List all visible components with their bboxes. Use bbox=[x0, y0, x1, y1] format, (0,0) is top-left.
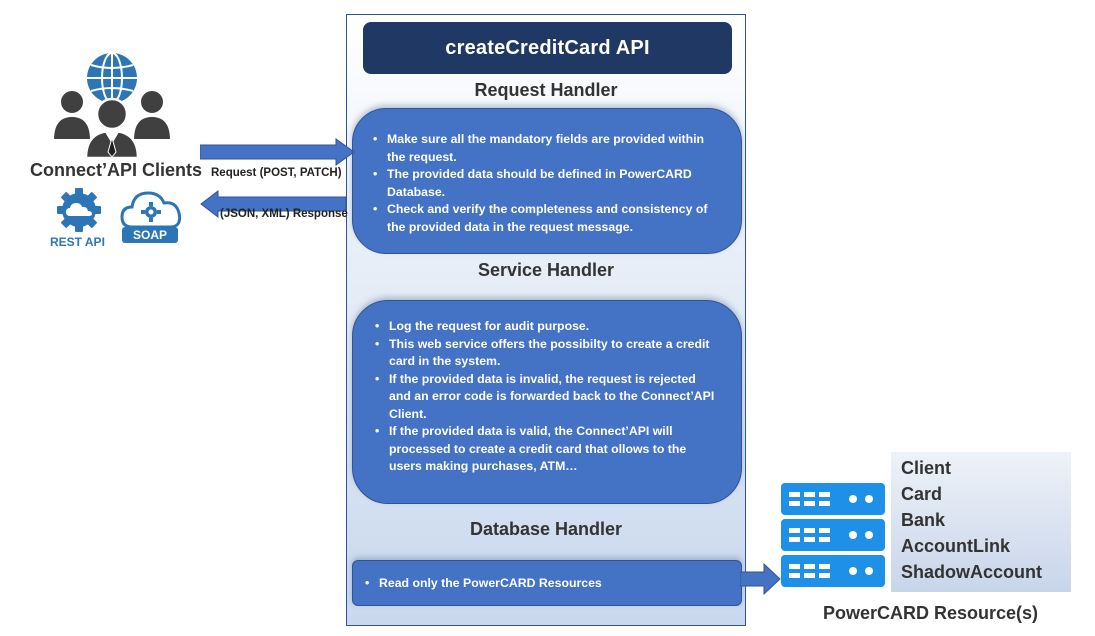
api-clients-label: Connect’API Clients bbox=[30, 160, 203, 180]
service-handler-item: If the provided data is invalid, the req… bbox=[373, 371, 721, 424]
rest-api-gear-icon bbox=[57, 188, 101, 232]
service-handler-item: This web service offers the possibilty t… bbox=[373, 336, 721, 371]
response-arrow bbox=[200, 190, 347, 218]
resource-item: ShadowAccount bbox=[901, 562, 1043, 582]
service-handler-title: Service Handler bbox=[477, 260, 615, 280]
soap-label: SOAP bbox=[122, 227, 178, 243]
database-handler-item: Read only the PowerCARD Resources bbox=[363, 575, 731, 593]
service-handler-item: Log the request for audit purpose. bbox=[373, 318, 721, 336]
resources-caption: PowerCARD Resource(s) bbox=[823, 603, 1039, 623]
server-stack-icon bbox=[781, 483, 885, 587]
database-handler-title: Database Handler bbox=[469, 519, 623, 539]
response-arrow-label: (JSON, XML) Response bbox=[220, 208, 348, 220]
request-handler-title: Request Handler bbox=[474, 80, 618, 100]
globe-icon bbox=[87, 52, 137, 104]
service-handler-item: If the provided data is valid, the Conne… bbox=[373, 423, 721, 476]
database-handler-box: Read only the PowerCARD Resources bbox=[352, 560, 742, 606]
resource-item: Client bbox=[901, 458, 952, 478]
resources-list: Client Card Bank AccountLink ShadowAccou… bbox=[891, 452, 1071, 592]
resource-item: Card bbox=[901, 484, 943, 504]
api-clients-users-icon bbox=[51, 52, 173, 160]
request-handler-box: Make sure all the mandatory fields are p… bbox=[352, 108, 742, 254]
database-arrow bbox=[740, 562, 781, 596]
request-arrow-label: Request (POST, PATCH) bbox=[211, 167, 342, 179]
request-handler-item: Check and verify the completeness and co… bbox=[371, 201, 717, 236]
rest-api-label: REST API bbox=[50, 235, 105, 249]
request-handler-item: Make sure all the mandatory fields are p… bbox=[371, 131, 717, 166]
resource-item: AccountLink bbox=[901, 536, 1011, 556]
soap-cloud-gear-icon bbox=[120, 191, 182, 229]
resource-item: Bank bbox=[901, 510, 946, 530]
service-handler-box: Log the request for audit purpose. This … bbox=[352, 300, 742, 504]
api-title: createCreditCard API bbox=[363, 22, 732, 74]
request-arrow bbox=[200, 138, 355, 166]
request-handler-item: The provided data should be defined in P… bbox=[371, 166, 717, 201]
